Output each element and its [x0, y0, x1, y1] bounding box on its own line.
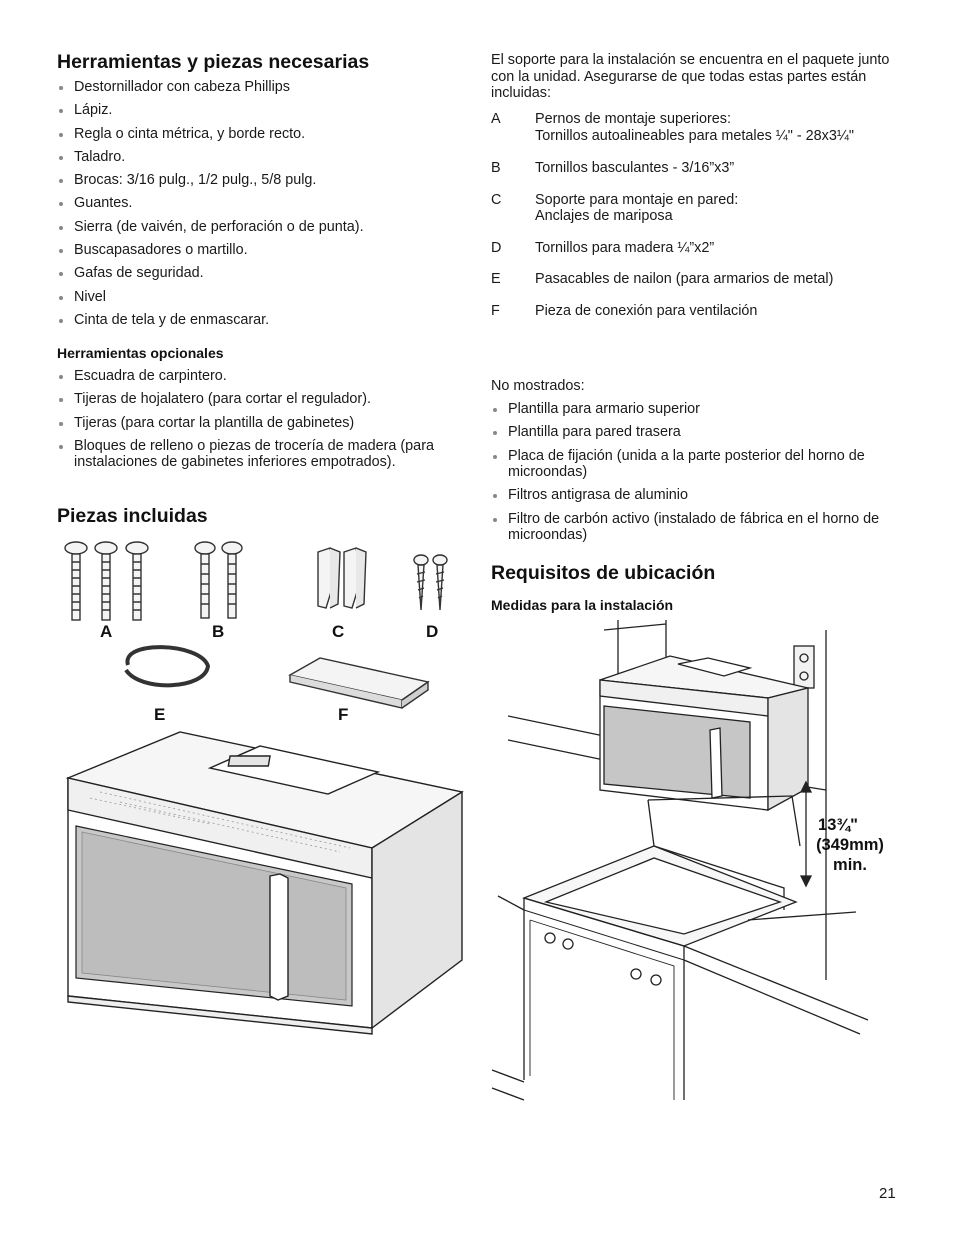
label-e: E [154, 705, 165, 724]
list-item: F Pieza de conexión para ventilación [491, 303, 901, 320]
part-line1: Soporte para montaje en pared: [535, 191, 739, 208]
wood-screw-icon [413, 554, 429, 611]
list-item: Tijeras (para cortar la plantilla de gab… [57, 415, 447, 432]
list-item: Taladro. [57, 149, 457, 166]
dimension-metric: (349mm) [816, 836, 884, 854]
parts-list: A Pernos de montaje superiores: Tornillo… [491, 111, 901, 319]
part-line1: Tornillos basculantes - 3/16”x3” [535, 160, 735, 176]
list-item: Bloques de relleno o piezas de trocería … [57, 438, 447, 471]
list-item: C Soporte para montaje en pared: Anclaje… [491, 192, 901, 225]
list-item: Plantilla para pared trasera [491, 424, 901, 441]
list-item: Buscapasadores o martillo. [57, 242, 457, 259]
part-letter: B [491, 160, 501, 176]
location-heading: Requisitos de ubicación [491, 562, 716, 584]
part-letter: A [491, 111, 501, 127]
label-f: F [338, 705, 348, 724]
mounting-bolt-icon [94, 541, 118, 621]
list-item: E Pasacables de nailon (para armarios de… [491, 271, 901, 288]
list-item: Escuadra de carpintero. [57, 368, 447, 385]
toggle-bolt-icon [221, 541, 243, 619]
mounting-bolt-icon [125, 541, 149, 621]
list-item: Gafas de seguridad. [57, 265, 457, 282]
label-d: D [426, 622, 438, 641]
list-item: Regla o cinta métrica, y borde recto. [57, 126, 457, 143]
mounting-bolt-icon [64, 541, 88, 621]
list-item: Lápiz. [57, 102, 457, 119]
vent-connector-icon [288, 657, 430, 709]
part-line1: Pasacables de nailon (para armarios de m… [535, 271, 834, 287]
list-item: Filtro de carbón activo (instalado de fá… [491, 511, 901, 544]
grommet-icon [124, 645, 211, 688]
installation-diagram: 13¾" (349mm) min. [491, 620, 884, 1101]
dimension-value: 13¾" [818, 816, 858, 834]
part-line1: Pieza de conexión para ventilación [535, 302, 758, 319]
list-item: A Pernos de montaje superiores: Tornillo… [491, 111, 901, 144]
tools-heading: Herramientas y piezas necesarias [57, 51, 370, 73]
part-line1: Tornillos para madera ¼”x2” [535, 239, 715, 256]
optional-heading: Herramientas opcionales [57, 345, 224, 361]
included-heading: Piezas incluidas [57, 505, 208, 527]
list-item: Destornillador con cabeza Phillips [57, 79, 457, 96]
label-a: A [100, 622, 112, 641]
list-item: Plantilla para armario superior [491, 401, 901, 418]
microwave-illustration [65, 731, 464, 1035]
part-line2: Anclajes de mariposa [535, 208, 673, 224]
part-letter: D [491, 239, 502, 256]
not-shown-list: Plantilla para armario superior Plantill… [491, 401, 901, 550]
list-item: Guantes. [57, 195, 457, 212]
tools-list: Destornillador con cabeza Phillips Lápiz… [57, 79, 457, 335]
page-number: 21 [879, 1185, 896, 1202]
wing-anchor-icon [343, 547, 367, 609]
list-item: Sierra (de vaivén, de perforación o de p… [57, 219, 457, 236]
part-letter: E [491, 271, 501, 287]
list-item: Placa de fijación (unida a la parte post… [491, 448, 901, 481]
list-item: Nivel [57, 289, 457, 306]
list-item: D Tornillos para madera ¼”x2” [491, 240, 901, 257]
wood-screw-icon [432, 554, 448, 611]
part-letter: C [491, 191, 502, 208]
part-letter: F [491, 302, 500, 319]
included-parts-illustration: A B C D E F [64, 541, 448, 724]
list-item: Cinta de tela y de enmascarar. [57, 312, 457, 329]
intro-paragraph: El soporte para la instalación se encuen… [491, 52, 890, 101]
wing-anchor-icon [317, 547, 341, 609]
measure-heading: Medidas para la instalación [491, 597, 674, 613]
list-item: Brocas: 3/16 pulg., 1/2 pulg., 5/8 pulg. [57, 172, 457, 189]
not-shown-label: No mostrados: [491, 378, 585, 394]
label-c: C [332, 622, 344, 641]
list-item: Filtros antigrasa de aluminio [491, 487, 901, 504]
part-line1: Pernos de montaje superiores: [535, 111, 731, 127]
optional-list: Escuadra de carpintero. Tijeras de hojal… [57, 368, 447, 478]
label-b: B [212, 622, 224, 641]
list-item: B Tornillos basculantes - 3/16”x3” [491, 160, 901, 177]
part-line2: Tornillos autoalineables para metales ¼"… [535, 127, 854, 144]
dimension-min: min. [833, 856, 867, 874]
list-item: Tijeras de hojalatero (para cortar el re… [57, 391, 447, 408]
toggle-bolt-icon [194, 541, 216, 619]
